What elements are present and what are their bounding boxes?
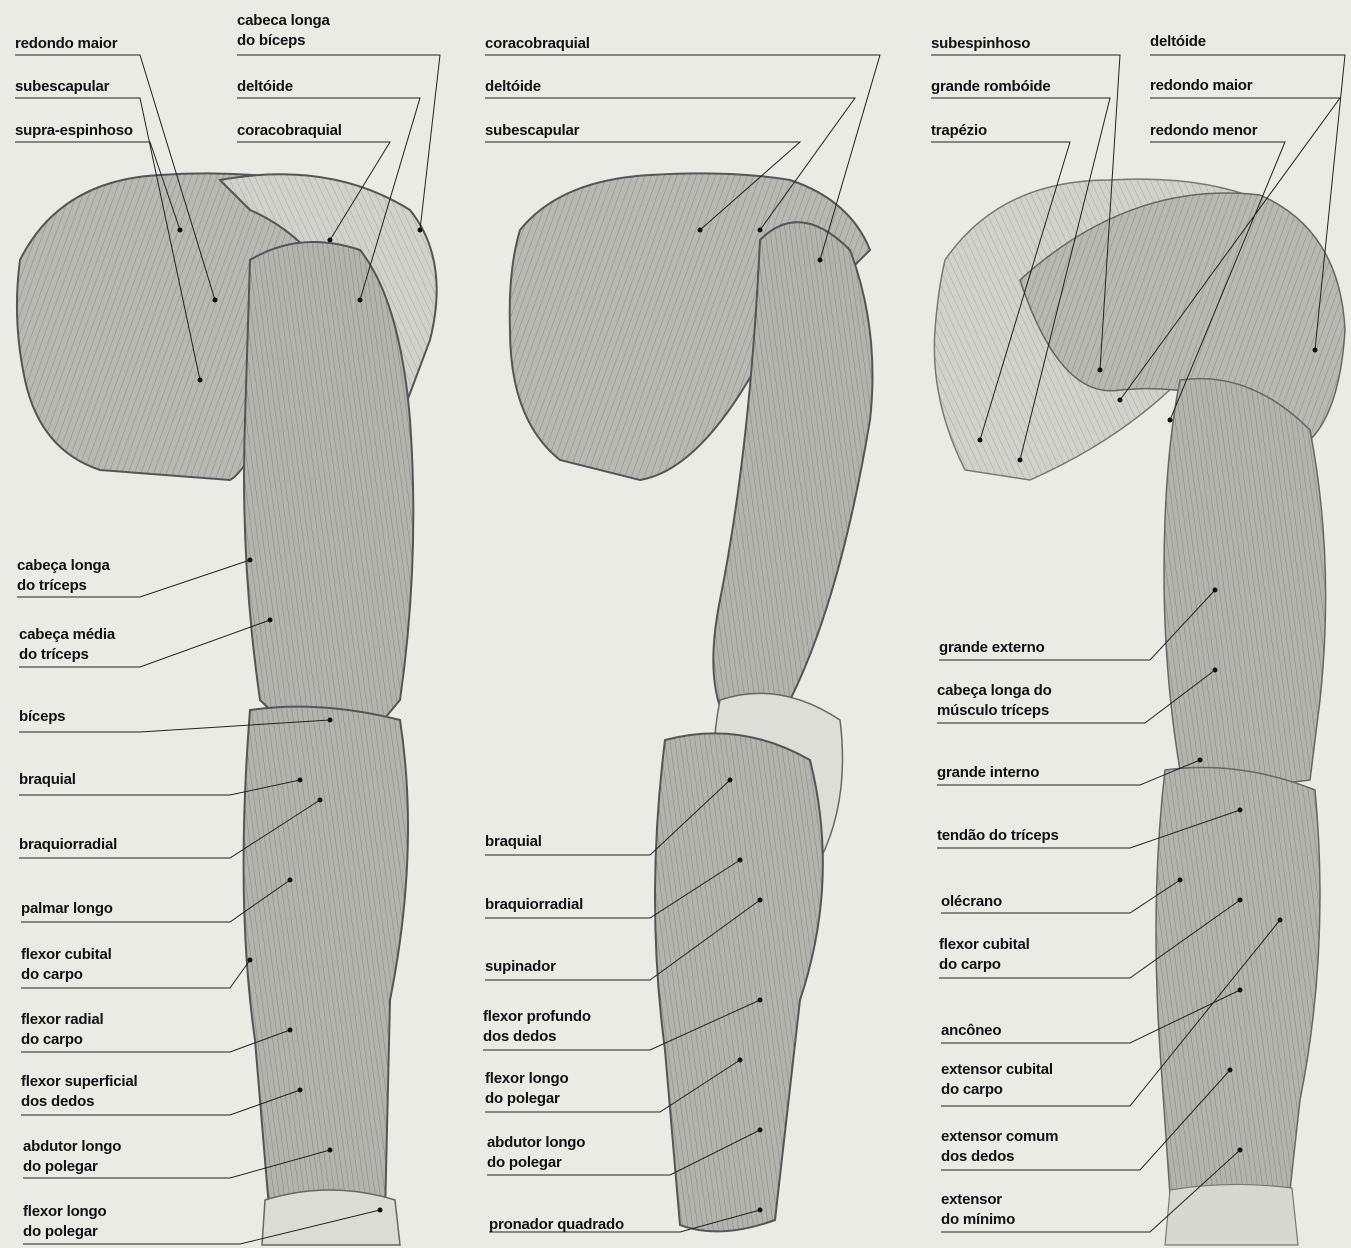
leader-dot-anterior-arm-4 xyxy=(358,298,363,303)
label-deep-anterior-arm-5: supinador xyxy=(485,957,556,977)
leader-dot-posterior-arm-7 xyxy=(1213,668,1218,673)
hand-stub xyxy=(1165,1184,1298,1245)
label-deep-anterior-arm-1: deltóide xyxy=(485,77,541,97)
label-posterior-arm-13: extensor cubital do carpo xyxy=(941,1060,1053,1100)
label-anterior-arm-5: coracobraquial xyxy=(237,121,342,141)
leader-dot-deep-anterior-arm-1 xyxy=(758,228,763,233)
leader-dot-posterior-arm-15 xyxy=(1238,1148,1243,1153)
label-posterior-arm-1: grande rombóide xyxy=(931,77,1051,97)
forearm-shape-3 xyxy=(1156,768,1320,1202)
leader-dot-deep-anterior-arm-3 xyxy=(728,778,733,783)
label-posterior-arm-10: olécrano xyxy=(941,892,1002,912)
leader-dot-anterior-arm-8 xyxy=(328,718,333,723)
leader-dot-posterior-arm-13 xyxy=(1278,918,1283,923)
label-posterior-arm-4: redondo maior xyxy=(1150,76,1252,96)
label-posterior-arm-8: grande interno xyxy=(937,763,1039,783)
label-deep-anterior-arm-8: abdutor longo do polegar xyxy=(487,1133,585,1173)
leader-dot-anterior-arm-3 xyxy=(418,228,423,233)
leader-dot-deep-anterior-arm-0 xyxy=(818,258,823,263)
leader-dot-anterior-arm-10 xyxy=(318,798,323,803)
label-anterior-arm-11: palmar longo xyxy=(21,899,113,919)
leader-dot-anterior-arm-16 xyxy=(378,1208,383,1213)
label-anterior-arm-7: cabeça média do tríceps xyxy=(19,625,115,665)
leader-dot-deep-anterior-arm-6 xyxy=(758,998,763,1003)
leader-dot-deep-anterior-arm-4 xyxy=(738,858,743,863)
label-posterior-arm-9: tendão do tríceps xyxy=(937,826,1059,846)
label-posterior-arm-0: subespinhoso xyxy=(931,34,1030,54)
label-anterior-arm-10: braquiorradial xyxy=(19,835,117,855)
label-deep-anterior-arm-3: braquial xyxy=(485,832,542,852)
label-posterior-arm-3: deltóide xyxy=(1150,32,1206,52)
leader-dot-deep-anterior-arm-9 xyxy=(758,1208,763,1213)
upper-arm-shape-3 xyxy=(1164,379,1326,784)
leader-dot-deep-anterior-arm-2 xyxy=(698,228,703,233)
label-anterior-arm-6: cabeça longa do tríceps xyxy=(17,556,110,596)
leader-dot-anterior-arm-7 xyxy=(268,618,273,623)
label-anterior-arm-2: supra-espinhoso xyxy=(15,121,133,141)
leader-dot-posterior-arm-0 xyxy=(1098,368,1103,373)
label-anterior-arm-13: flexor radial do carpo xyxy=(21,1010,103,1050)
label-deep-anterior-arm-7: flexor longo do polegar xyxy=(485,1069,568,1109)
leader-dot-posterior-arm-9 xyxy=(1238,808,1243,813)
label-anterior-arm-8: bíceps xyxy=(19,707,65,727)
leader-dot-posterior-arm-14 xyxy=(1228,1068,1233,1073)
leader-dot-posterior-arm-8 xyxy=(1198,758,1203,763)
forearm-shape-2 xyxy=(655,733,823,1231)
upper-arm-shape xyxy=(244,242,413,760)
leader-dot-deep-anterior-arm-8 xyxy=(758,1128,763,1133)
label-anterior-arm-16: flexor longo do polegar xyxy=(23,1202,106,1242)
leader-dot-anterior-arm-0 xyxy=(213,298,218,303)
label-anterior-arm-4: deltóide xyxy=(237,77,293,97)
leader-dot-anterior-arm-13 xyxy=(288,1028,293,1033)
leader-dot-anterior-arm-15 xyxy=(328,1148,333,1153)
label-posterior-arm-2: trapézio xyxy=(931,121,987,141)
label-anterior-arm-3: cabeca longa do bíceps xyxy=(237,11,330,51)
leader-dot-posterior-arm-10 xyxy=(1178,878,1183,883)
label-anterior-arm-15: abdutor longo do polegar xyxy=(23,1137,121,1177)
label-posterior-arm-15: extensor do mínimo xyxy=(941,1190,1015,1230)
leader-dot-posterior-arm-3 xyxy=(1313,348,1318,353)
label-anterior-arm-9: braquial xyxy=(19,770,76,790)
forearm-shape xyxy=(244,707,408,1227)
leader-dot-anterior-arm-9 xyxy=(298,778,303,783)
leader-dot-posterior-arm-1 xyxy=(1018,458,1023,463)
leader-dot-posterior-arm-2 xyxy=(978,438,983,443)
leader-dot-deep-anterior-arm-7 xyxy=(738,1058,743,1063)
label-deep-anterior-arm-2: subescapular xyxy=(485,121,579,141)
label-posterior-arm-7: cabeça longa do músculo tríceps xyxy=(937,681,1052,721)
label-posterior-arm-11: flexor cubital do carpo xyxy=(939,935,1030,975)
leader-dot-anterior-arm-1 xyxy=(198,378,203,383)
leader-dot-posterior-arm-5 xyxy=(1168,418,1173,423)
leader-dot-anterior-arm-14 xyxy=(298,1088,303,1093)
label-posterior-arm-6: grande externo xyxy=(939,638,1045,658)
label-posterior-arm-14: extensor comum dos dedos xyxy=(941,1127,1058,1167)
label-deep-anterior-arm-9: pronador quadrado xyxy=(489,1215,624,1235)
wrist-tendons xyxy=(262,1190,400,1245)
label-deep-anterior-arm-6: flexor profundo dos dedos xyxy=(483,1007,591,1047)
label-deep-anterior-arm-4: braquiorradial xyxy=(485,895,583,915)
label-anterior-arm-14: flexor superficial dos dedos xyxy=(21,1072,137,1112)
label-posterior-arm-5: redondo menor xyxy=(1150,121,1257,141)
leader-dot-anterior-arm-12 xyxy=(248,958,253,963)
label-anterior-arm-1: subescapular xyxy=(15,77,109,97)
label-deep-anterior-arm-0: coracobraquial xyxy=(485,34,590,54)
leader-dot-deep-anterior-arm-5 xyxy=(758,898,763,903)
leader-dot-posterior-arm-4 xyxy=(1118,398,1123,403)
leader-dot-posterior-arm-6 xyxy=(1213,588,1218,593)
label-posterior-arm-12: ancôneo xyxy=(941,1021,1001,1041)
leader-dot-anterior-arm-11 xyxy=(288,878,293,883)
label-anterior-arm-0: redondo maior xyxy=(15,34,117,54)
leader-dot-anterior-arm-2 xyxy=(178,228,183,233)
label-anterior-arm-12: flexor cubital do carpo xyxy=(21,945,112,985)
leader-dot-posterior-arm-12 xyxy=(1238,988,1243,993)
leader-dot-anterior-arm-5 xyxy=(328,238,333,243)
leader-dot-posterior-arm-11 xyxy=(1238,898,1243,903)
leader-dot-anterior-arm-6 xyxy=(248,558,253,563)
